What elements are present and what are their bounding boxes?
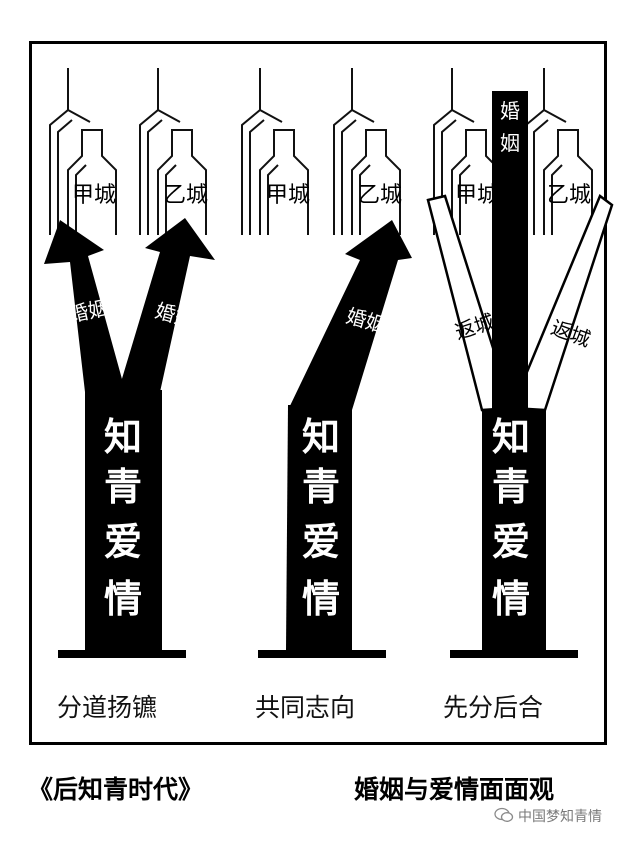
- diagram-frame: [29, 41, 607, 745]
- trunk-char-4: 情: [302, 577, 340, 621]
- center-band-char-1: 婚: [500, 99, 520, 123]
- trunk-char-3: 爱: [492, 520, 530, 564]
- panel-3: 甲城 乙城 婚 姻 返城 返城 知 青 爱 情: [426, 67, 614, 658]
- trunk-base: [58, 650, 186, 658]
- panel-2: 甲城 乙城 婚姻 知 青 爱 情: [241, 67, 412, 658]
- trunk-char-2: 青: [492, 465, 530, 509]
- city-a-building: [241, 67, 309, 236]
- watermark-text: 中国梦知青情: [518, 809, 602, 825]
- center-column: [492, 92, 528, 412]
- series-title: 《后知青时代》: [28, 775, 204, 804]
- city-b-building: [139, 67, 207, 236]
- trunk-block: [482, 410, 546, 650]
- trunk-char-4: 情: [492, 577, 530, 621]
- trunk-char-1: 知: [302, 415, 340, 459]
- panel-1: 甲城 乙城 婚姻 婚姻 知 青 爱 情: [44, 67, 215, 658]
- panel-2-caption: 共同志向: [255, 693, 356, 722]
- city-b-building: [333, 67, 401, 236]
- center-band-label: 婚 姻: [500, 99, 526, 155]
- trunk-char-1: 知: [492, 415, 530, 459]
- shared-arrow: [288, 220, 412, 410]
- trunk-base: [450, 650, 578, 658]
- trunk-base: [258, 650, 386, 658]
- trunk-label: 知 青 爱 情: [302, 415, 353, 621]
- city-b-label: 乙城: [358, 183, 402, 208]
- trunk-label: 知 青 爱 情: [104, 415, 155, 621]
- panel-3-caption: 先分后合: [443, 693, 544, 722]
- city-b-building: [525, 67, 593, 236]
- topic-title: 婚姻与爱情面面观: [354, 775, 555, 804]
- panel-1-caption: 分道扬镳: [57, 693, 158, 722]
- city-a-label: 甲城: [455, 183, 499, 208]
- wechat-icon: [494, 807, 514, 822]
- city-a-label: 甲城: [72, 183, 116, 208]
- trunk-block: [85, 390, 162, 650]
- center-band-char-2: 姻: [500, 131, 520, 155]
- left-branch-arrow: [44, 220, 125, 392]
- city-a-label: 甲城: [266, 183, 310, 208]
- right-return-band: [510, 194, 614, 412]
- trunk-char-3: 爱: [104, 520, 142, 564]
- right-branch-arrow: [118, 218, 215, 392]
- trunk-char-1: 知: [104, 415, 142, 459]
- trunk-char-4: 情: [104, 577, 142, 621]
- trunk-char-3: 爱: [302, 520, 340, 564]
- city-b-label: 乙城: [164, 183, 208, 208]
- city-b-label: 乙城: [547, 183, 591, 208]
- trunk-char-2: 青: [104, 465, 142, 509]
- trunk-label: 知 青 爱 情: [492, 415, 543, 621]
- trunk-char-2: 青: [302, 465, 340, 509]
- city-a-building: [49, 67, 117, 236]
- trunk-block: [286, 405, 352, 650]
